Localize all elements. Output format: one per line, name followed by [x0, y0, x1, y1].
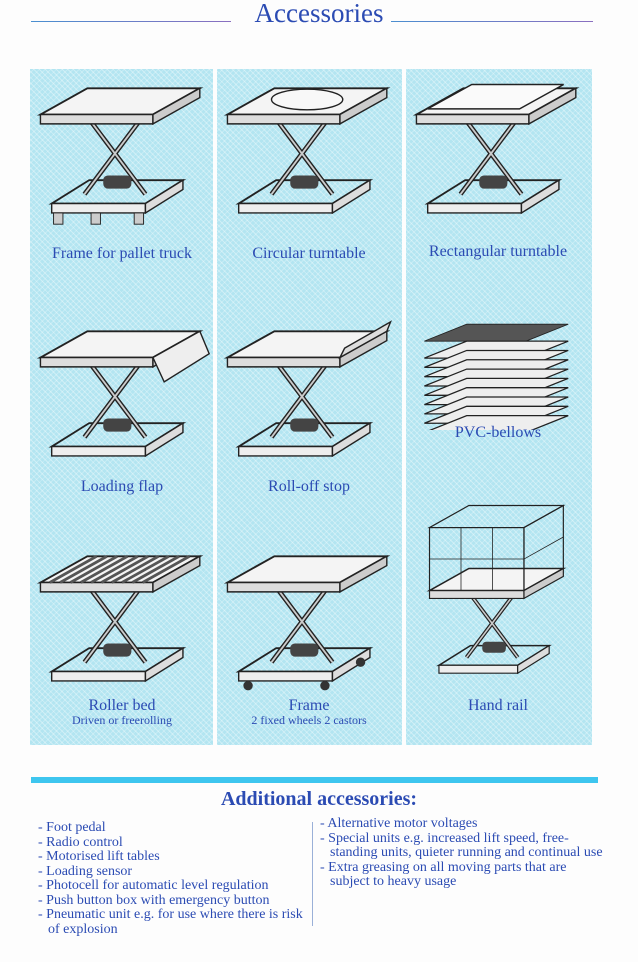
accessory-rail: [406, 504, 590, 685]
section-divider-bar: [31, 777, 598, 783]
accessory-label: Roll-off stop: [268, 478, 350, 495]
accessory-list-item: - Pneumatic unit e.g. for use where ther…: [38, 907, 303, 937]
accessory-roller: [30, 545, 214, 695]
lift-table-illustration: [424, 323, 569, 430]
lift-table-illustration: [36, 87, 204, 225]
accessory-caption: Hand rail: [406, 697, 590, 715]
lift-table-illustration: [36, 330, 211, 458]
accessory-list-item: - Push button box with emergency button: [38, 892, 270, 908]
additional-list-right: - Alternative motor voltages- Special un…: [320, 816, 605, 890]
accessory-rect: [406, 77, 590, 227]
accessory-list-item: - Foot pedal: [38, 820, 106, 835]
lift-table-illustration: [223, 87, 391, 215]
accessory-list-item: - Photocell for automatic level regulati…: [38, 878, 269, 893]
accessory-caption: PVC-bellows: [406, 424, 590, 442]
accessory-stop: [217, 320, 401, 470]
accessory-sublabel: Driven or freerolling: [72, 713, 172, 727]
accessory-label: Roller bed: [88, 697, 156, 714]
accessory-caption: Roll-off stop: [217, 478, 401, 496]
accessory-label: Frame for pallet truck: [52, 245, 192, 262]
accessory-flap: [30, 320, 214, 470]
accessory-list-item: - Radio control: [38, 834, 123, 850]
accessory-label: Circular turntable: [252, 245, 366, 262]
accessory-label: Frame: [288, 697, 330, 714]
additional-heading: Additional accessories:: [220, 788, 418, 810]
accessory-caption: Loading flap: [30, 478, 214, 496]
accessory-circle: [217, 77, 401, 227]
accessory-caption: Frame for pallet truck: [30, 245, 214, 263]
accessory-bellows: [406, 320, 590, 430]
accessory-list-item: - Alternative motor voltages: [320, 816, 478, 831]
accessory-list-item: - Extra greasing on all moving parts tha…: [320, 859, 567, 889]
accessory-caption: Circular turntable: [217, 245, 401, 263]
accessory-label: Rectangular turntable: [428, 243, 568, 260]
additional-list-left: - Foot pedal- Radio control- Motorised l…: [38, 820, 313, 937]
accessory-list-item: - Special units e.g. increased lift spee…: [320, 830, 603, 860]
accessory-caption: Rectangular turntable: [406, 243, 590, 261]
column-divider: [312, 822, 313, 926]
accessory-label: Loading flap: [80, 478, 164, 495]
accessory-list-item: - Motorised lift tables: [38, 849, 160, 864]
accessory-label: PVC-bellows: [454, 424, 542, 441]
title-rule-left: [31, 21, 231, 22]
accessory-wheels: [217, 545, 401, 695]
accessory-list-item: - Loading sensor: [38, 863, 133, 879]
title-rule-right: [385, 21, 593, 22]
accessory-pallet: [30, 77, 214, 227]
lift-table-illustration: [36, 555, 204, 683]
lift-table-illustration: [426, 504, 567, 675]
lift-table-illustration: [412, 83, 580, 215]
accessory-sublabel: 2 fixed wheels 2 castors: [251, 713, 367, 727]
accessory-label: Hand rail: [468, 697, 528, 714]
page-title: Accessories: [0, 0, 638, 29]
lift-table-illustration: [223, 320, 392, 458]
lift-table-illustration: [223, 555, 391, 691]
